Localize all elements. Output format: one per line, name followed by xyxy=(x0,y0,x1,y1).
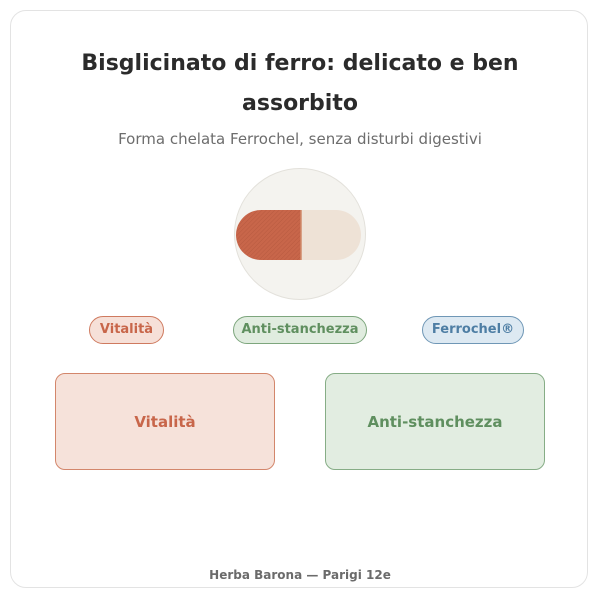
tag-ferrochel: Ferrochel® xyxy=(422,316,524,344)
capsule-icon xyxy=(236,210,361,260)
tag-vitalita: Vitalità xyxy=(89,316,164,344)
benefit-label: Vitalità xyxy=(134,412,196,431)
tag-anti-stanchezza: Anti-stanchezza xyxy=(233,316,367,344)
benefit-box-vitalita: Vitalità xyxy=(55,373,275,470)
page-subtitle: Forma chelata Ferrochel, senza disturbi … xyxy=(118,130,482,148)
page-title: Bisglicinato di ferro: delicato e ben as… xyxy=(81,51,519,116)
benefit-label: Anti-stanchezza xyxy=(367,412,503,431)
benefit-box-anti-stanchezza: Anti-stanchezza xyxy=(325,373,545,470)
capsule-illustration xyxy=(234,168,366,300)
footer-brand: Herba Barona — Parigi 12e xyxy=(209,568,391,582)
